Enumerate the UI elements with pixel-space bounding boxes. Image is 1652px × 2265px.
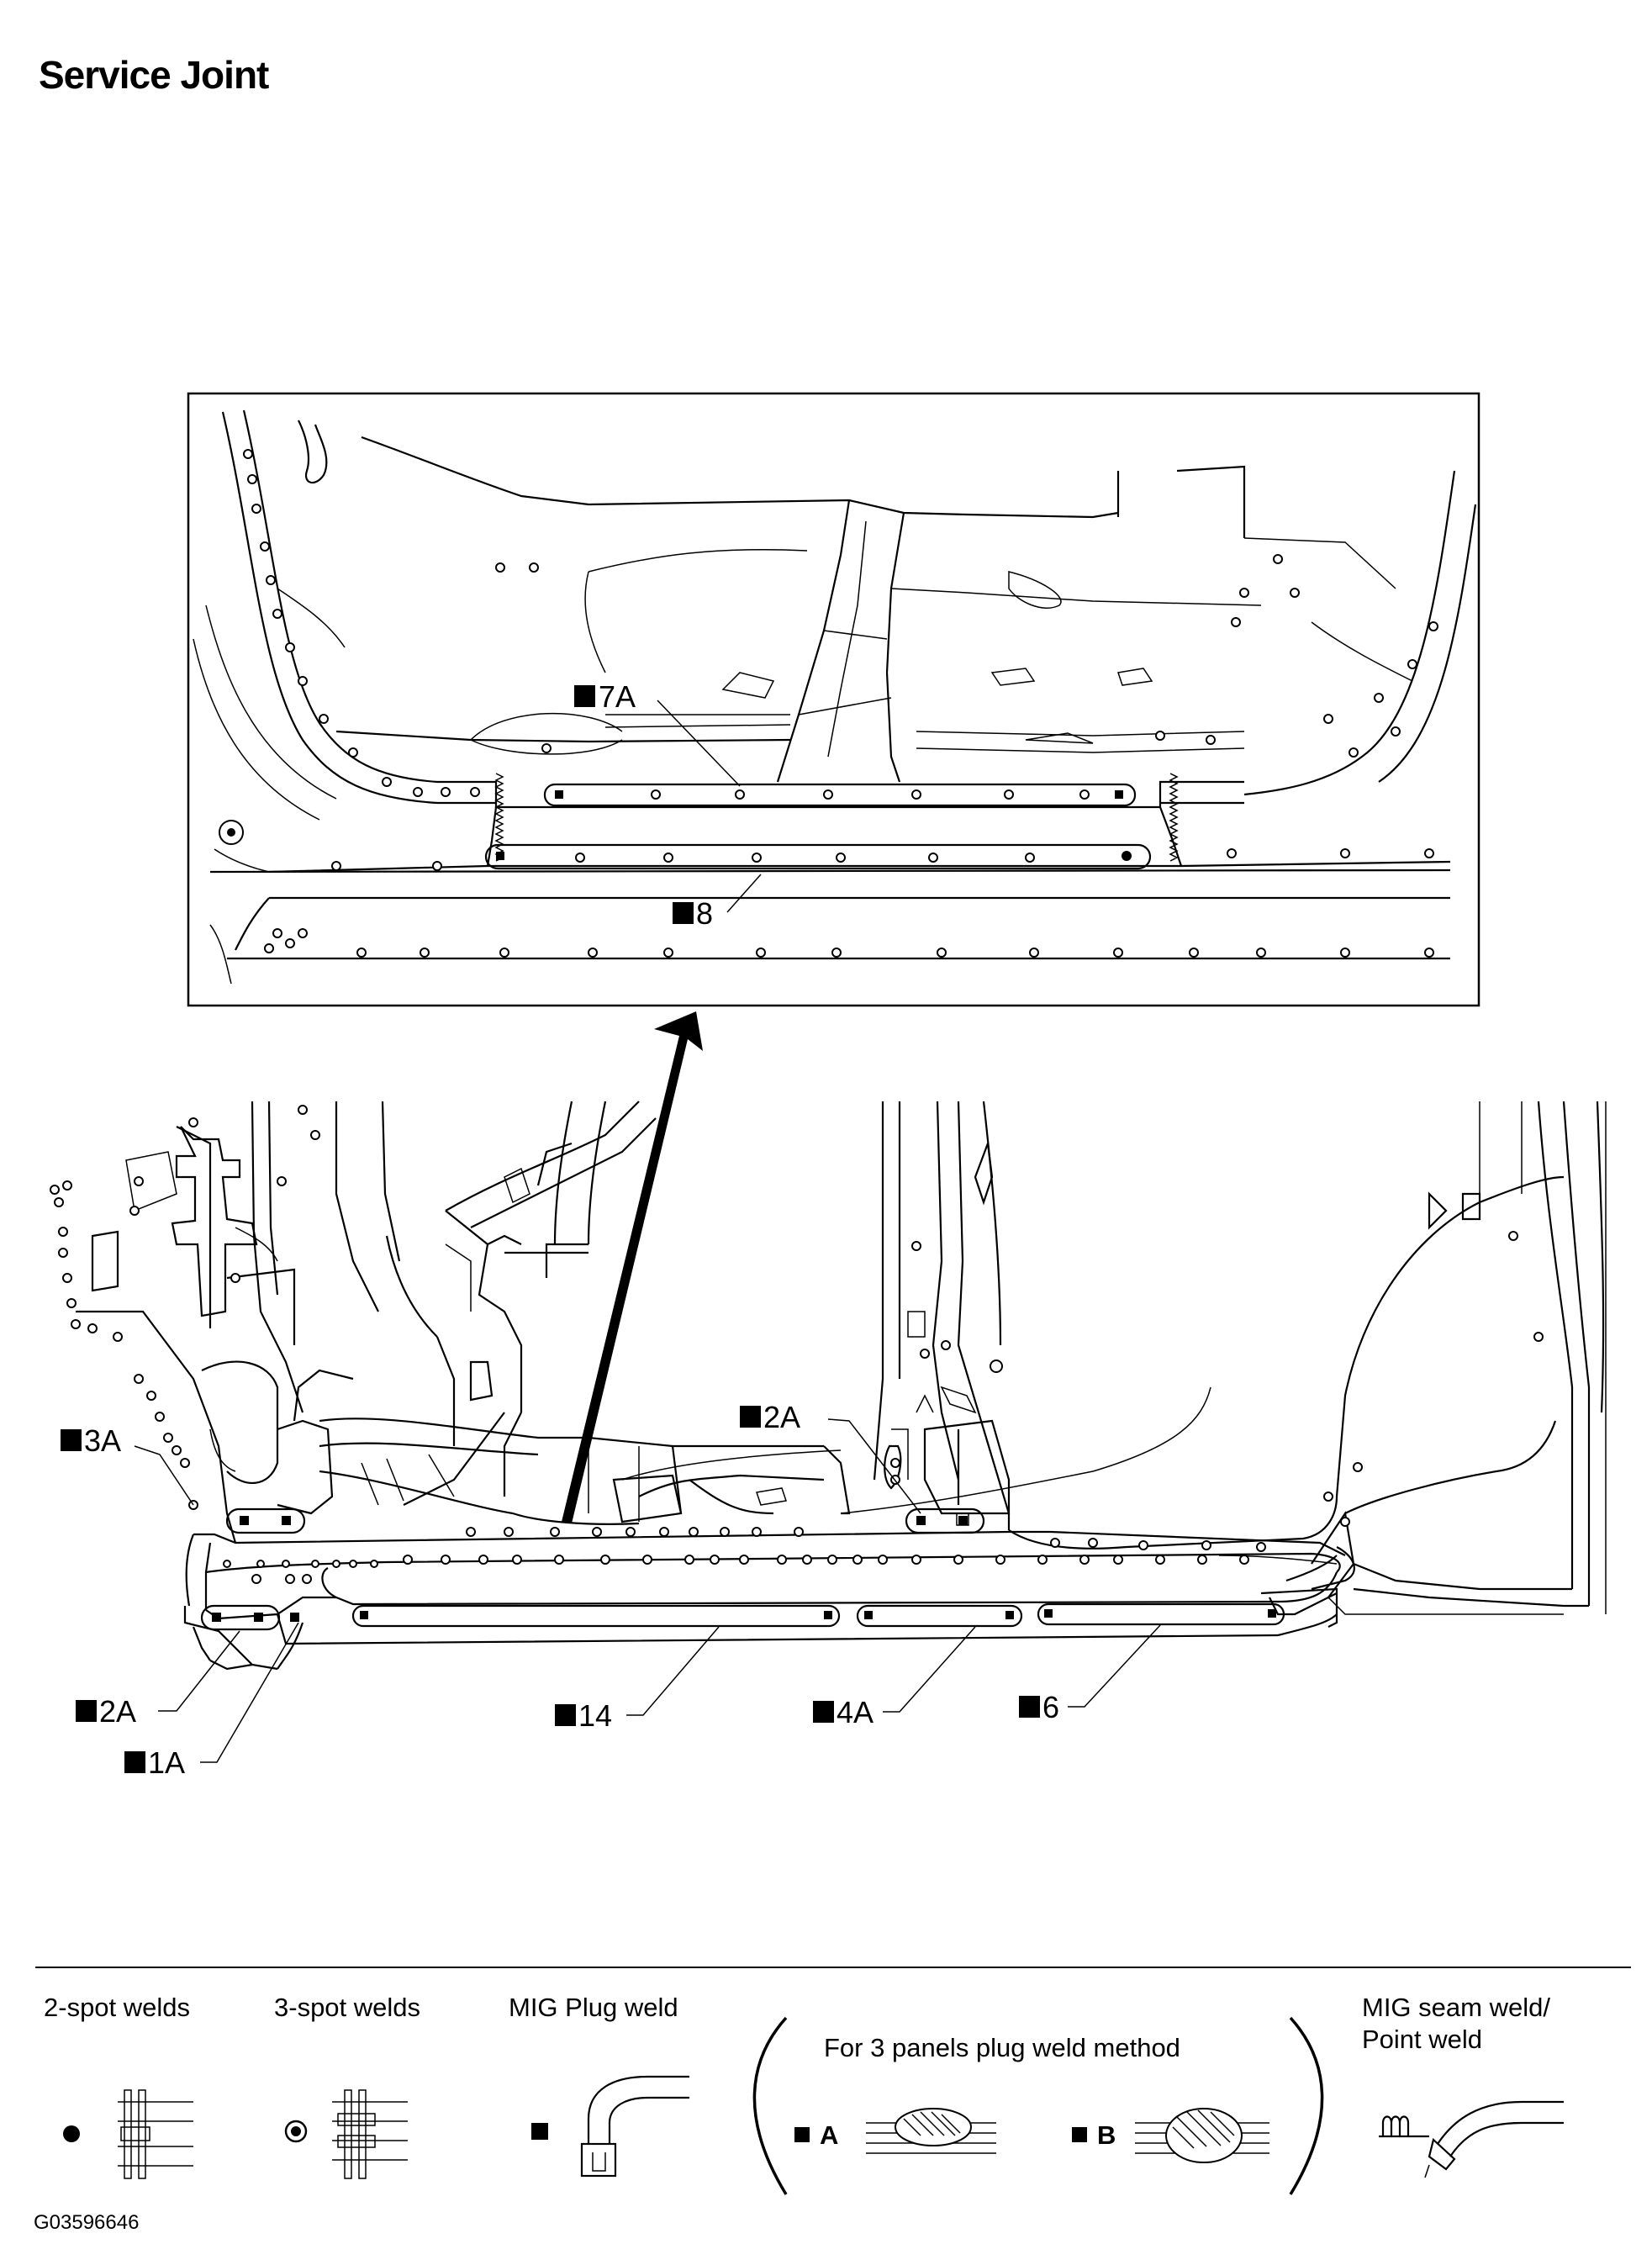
- detail-inset: 7A 8: [187, 392, 1480, 1007]
- legend-three-panel-label: For 3 panels plug weld method: [824, 2033, 1180, 2062]
- plug-weld-marker-4a: [813, 1701, 834, 1723]
- page-title: Service Joint: [39, 53, 269, 97]
- legend: 2-spot welds 3-spot welds MIG Plug weld …: [35, 1967, 1631, 2195]
- detail-frame: [187, 392, 1480, 1007]
- weld-slot-6: [1037, 1602, 1285, 1626]
- plug-weld-marker-6: [1019, 1696, 1040, 1718]
- plug-weld-marker-2a-bottom: [76, 1700, 97, 1722]
- weld-slot-2a-bottom: [200, 1604, 281, 1631]
- zoom-arrow: [562, 1011, 703, 1523]
- label-4a: 4A: [837, 1695, 874, 1729]
- panel-a-label: A: [820, 2120, 838, 2150]
- label-6: 6: [1042, 1690, 1059, 1724]
- mig-seam-weld-symbol: [1379, 2100, 1564, 2178]
- legend-mig-seam-label-1: MIG seam weld/: [1362, 1993, 1550, 2022]
- plug-weld-marker-2a-top: [740, 1406, 761, 1428]
- three-spot-weld-symbol: [284, 2089, 408, 2179]
- figure-code: G03596646: [34, 2211, 140, 2234]
- panel-a-symbol: A: [794, 2108, 996, 2154]
- legend-3-spot-welds-label: 3-spot welds: [274, 1993, 420, 2022]
- label-1a: 1A: [148, 1745, 185, 1780]
- legend-paren-left: [752, 2016, 788, 2195]
- mig-plug-weld-symbol: [531, 2075, 689, 2178]
- main-body-view: 3A 2A 2A 1A 14 4A 6: [50, 1101, 1607, 1780]
- label-2a-top: 2A: [763, 1400, 800, 1434]
- plug-weld-marker-7a: [574, 685, 595, 707]
- label-2a-bottom: 2A: [99, 1694, 136, 1729]
- two-spot-weld-symbol: [63, 2089, 193, 2179]
- weld-slot-4a: [856, 1604, 1023, 1628]
- legend-mig-seam-label-2: Point weld: [1362, 2025, 1482, 2054]
- plug-weld-marker-1a: [124, 1751, 145, 1773]
- weld-slot-14: [351, 1604, 841, 1628]
- weld-slot-2a-top: [905, 1507, 985, 1534]
- legend-2-spot-welds-label: 2-spot welds: [44, 1993, 190, 2022]
- panel-b-label: B: [1097, 2120, 1116, 2150]
- plug-weld-marker-3a: [61, 1429, 82, 1451]
- plug-weld-marker-8: [673, 902, 694, 924]
- legend-mig-plug-weld-label: MIG Plug weld: [509, 1993, 678, 2022]
- label-8: 8: [696, 896, 713, 931]
- weld-slot-3a: [225, 1507, 306, 1534]
- label-3a: 3A: [84, 1423, 121, 1458]
- plug-weld-marker-14: [555, 1704, 576, 1726]
- legend-paren-right: [1289, 2016, 1324, 2195]
- label-14: 14: [578, 1698, 612, 1733]
- label-7a: 7A: [599, 679, 636, 714]
- panel-b-symbol: B: [1072, 2108, 1269, 2163]
- weld-slot-8: [484, 843, 1152, 870]
- weld-slot-7a: [543, 783, 1137, 807]
